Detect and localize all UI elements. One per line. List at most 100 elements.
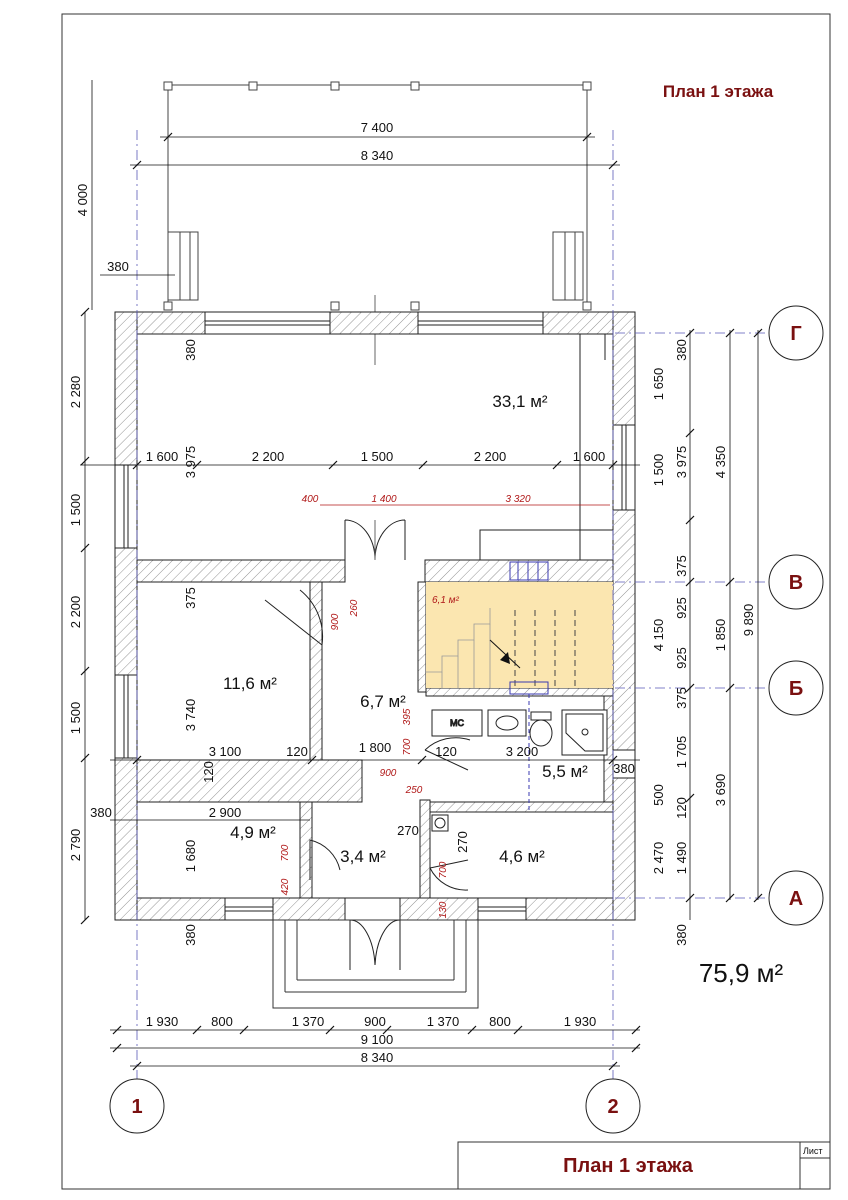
svg-text:380: 380 — [90, 805, 112, 820]
bath-fixtures: МС — [431, 709, 608, 832]
svg-text:1 705: 1 705 — [674, 736, 689, 769]
room-area-right: 4,6 м² — [499, 847, 545, 866]
svg-text:1 370: 1 370 — [292, 1014, 325, 1029]
svg-text:700: 700 — [438, 861, 449, 878]
svg-text:270: 270 — [455, 831, 470, 853]
svg-text:1 800: 1 800 — [359, 740, 392, 755]
kitchen-counter — [479, 333, 613, 560]
svg-text:380: 380 — [183, 339, 198, 361]
svg-text:3 100: 3 100 — [209, 744, 242, 759]
svg-text:1 930: 1 930 — [146, 1014, 179, 1029]
dim-text-horizontal: 7 400 8 340 380 1 600 2 200 1 500 2 200 … — [90, 120, 635, 1065]
svg-text:900: 900 — [364, 1014, 386, 1029]
svg-text:800: 800 — [489, 1014, 511, 1029]
svg-text:3 975: 3 975 — [183, 446, 198, 479]
svg-text:130: 130 — [438, 901, 449, 918]
total-area: 75,9 м² — [699, 958, 784, 988]
svg-text:9 890: 9 890 — [741, 604, 756, 637]
axis-label-v: В — [789, 572, 803, 594]
svg-text:1 500: 1 500 — [68, 494, 83, 527]
svg-text:375: 375 — [674, 687, 689, 709]
svg-text:250: 250 — [405, 785, 423, 796]
axis-label-a: А — [789, 888, 803, 910]
svg-text:2 200: 2 200 — [474, 449, 507, 464]
svg-text:2 790: 2 790 — [68, 829, 83, 862]
svg-text:8 340: 8 340 — [361, 1050, 394, 1065]
svg-text:120: 120 — [674, 797, 689, 819]
svg-text:1 370: 1 370 — [427, 1014, 460, 1029]
svg-text:3 740: 3 740 — [183, 699, 198, 732]
dimension-lines — [80, 80, 759, 1067]
svg-text:4 350: 4 350 — [713, 446, 728, 479]
dim-text-vertical: 4 000 380 3 975 375 3 740 120 1 680 270 … — [68, 184, 756, 946]
svg-text:380: 380 — [107, 259, 129, 274]
svg-text:2 900: 2 900 — [209, 805, 242, 820]
svg-text:8 340: 8 340 — [361, 148, 394, 163]
svg-text:500: 500 — [651, 784, 666, 806]
svg-text:700: 700 — [402, 738, 413, 755]
windows — [114, 311, 636, 921]
svg-text:2 280: 2 280 — [68, 376, 83, 409]
svg-text:260: 260 — [349, 599, 360, 617]
svg-text:4 150: 4 150 — [651, 619, 666, 652]
axis-label-1: 1 — [131, 1096, 142, 1118]
room-area-left: 4,9 м² — [230, 823, 276, 842]
svg-text:1 680: 1 680 — [183, 840, 198, 873]
axis-label-2: 2 — [607, 1096, 618, 1118]
svg-text:900: 900 — [380, 768, 397, 779]
radiators — [509, 561, 549, 810]
svg-text:3 690: 3 690 — [713, 774, 728, 807]
svg-text:925: 925 — [674, 597, 689, 619]
axis-label-b: Б — [789, 678, 803, 700]
porch — [272, 919, 479, 1009]
svg-text:120: 120 — [286, 744, 308, 759]
stamp-title: План 1 этажа — [563, 1155, 694, 1177]
axis-lines — [136, 130, 770, 1095]
dimension-ticks — [80, 132, 763, 1071]
svg-text:1 600: 1 600 — [573, 449, 606, 464]
svg-text:3 200: 3 200 — [506, 744, 539, 759]
svg-text:120: 120 — [435, 744, 457, 759]
svg-text:1 930: 1 930 — [564, 1014, 597, 1029]
svg-text:120: 120 — [201, 761, 216, 783]
staircase: 6,1 м² — [426, 582, 613, 688]
svg-text:380: 380 — [674, 924, 689, 946]
svg-text:380: 380 — [613, 761, 635, 776]
room-area-bedroom: 11,6 м² — [223, 674, 277, 693]
svg-text:1 600: 1 600 — [146, 449, 179, 464]
svg-text:925: 925 — [674, 647, 689, 669]
title-block: Лист План 1 этажа — [457, 1141, 831, 1190]
svg-text:3 320: 3 320 — [505, 494, 530, 505]
room-area-bath: 5,5 м² — [542, 762, 588, 781]
room-area-hall: 6,7 м² — [360, 692, 406, 711]
svg-text:700: 700 — [280, 844, 291, 861]
svg-text:1 400: 1 400 — [371, 494, 396, 505]
svg-text:375: 375 — [183, 587, 198, 609]
svg-text:1 490: 1 490 — [674, 842, 689, 875]
stair-area: 6,1 м² — [432, 595, 460, 606]
svg-text:9 100: 9 100 — [361, 1032, 394, 1047]
axis-label-g: Г — [790, 323, 801, 345]
terrace — [163, 81, 592, 365]
axis-bubbles — [109, 305, 824, 1134]
svg-text:2 200: 2 200 — [252, 449, 285, 464]
washer-label: МС — [450, 718, 464, 728]
svg-text:400: 400 — [302, 494, 319, 505]
room-area-vestibule: 3,4 м² — [340, 847, 386, 866]
svg-text:395: 395 — [402, 708, 413, 725]
svg-text:3 975: 3 975 — [674, 446, 689, 479]
svg-text:900: 900 — [330, 613, 341, 630]
svg-text:2 200: 2 200 — [68, 596, 83, 629]
svg-text:1 850: 1 850 — [713, 619, 728, 652]
svg-text:380: 380 — [674, 339, 689, 361]
sheet-label: Лист — [803, 1146, 823, 1156]
svg-text:7 400: 7 400 — [361, 120, 394, 135]
svg-text:1 500: 1 500 — [651, 454, 666, 487]
svg-text:1 500: 1 500 — [361, 449, 394, 464]
svg-text:2 470: 2 470 — [651, 842, 666, 875]
svg-text:1 500: 1 500 — [68, 702, 83, 735]
sheet-frame — [61, 13, 831, 1190]
room-area-living: 33,1 м² — [492, 392, 547, 411]
svg-text:375: 375 — [674, 555, 689, 577]
